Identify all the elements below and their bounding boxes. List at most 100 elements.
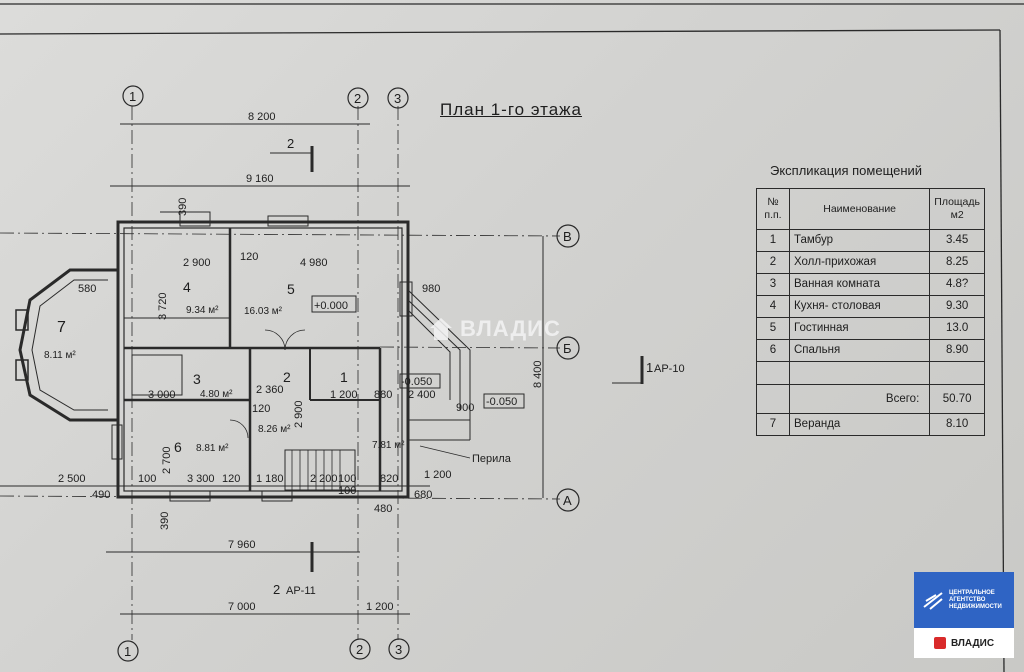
- table-header-row: № п.п. Наименование Площадь м2: [756, 188, 985, 230]
- dim-9160: 9 160: [246, 173, 274, 185]
- row-area: 3.45: [929, 229, 985, 252]
- dim-1200-c: 1 200: [366, 601, 394, 613]
- axis-3-bottom: 3: [395, 642, 402, 657]
- header-name: Наименование: [788, 188, 931, 230]
- row-area: 8.90: [929, 339, 985, 362]
- row-number: 3: [756, 273, 790, 296]
- room-4-area: 9.34 м²: [186, 305, 219, 316]
- row-name: Холл-прихожая: [788, 251, 931, 274]
- level-minus-2: -0.050: [486, 396, 517, 408]
- agency-badge[interactable]: ЦЕНТРАЛЬНОЕ АГЕНТСТВО НЕДВИЖИМОСТИ ВЛАДИ…: [914, 572, 1014, 658]
- section-1-ref: АР-10: [654, 363, 685, 375]
- total-value: 50.70: [929, 384, 985, 414]
- row-area: 4.8?: [929, 273, 985, 296]
- dim-100-b: 100: [338, 485, 356, 497]
- dim-680: 680: [414, 489, 432, 501]
- row-number: 7: [756, 413, 790, 436]
- dim-100-c: 100: [338, 473, 356, 485]
- section-2-top: 2: [287, 136, 294, 151]
- row-area: 8.10: [929, 413, 985, 436]
- row-name: Веранда: [788, 413, 931, 436]
- table-row: 7 Веранда 8.10: [756, 413, 985, 436]
- room-4-number: 4: [183, 279, 191, 295]
- total-label: Всего:: [788, 384, 931, 414]
- row-name: Ванная комната: [788, 273, 931, 296]
- level-minus-1: -0.050: [401, 376, 432, 388]
- dim-2500: 2 500: [58, 473, 86, 485]
- dim-1180: 1 180: [256, 473, 284, 485]
- dim-7960: 7 960: [228, 539, 256, 551]
- plan-title: План 1-го этажа: [440, 100, 583, 119]
- row-number: 2: [756, 251, 790, 274]
- row-name: Гостинная: [788, 317, 931, 340]
- axis-1-top: 1: [129, 89, 136, 104]
- row-name: Кухня- столовая: [788, 295, 931, 318]
- dim-120-b: 120: [252, 403, 270, 415]
- room-2-number: 2: [283, 369, 291, 385]
- table-row: 4 Кухня- столовая 9.30: [756, 295, 985, 318]
- dim-7000: 7 000: [228, 601, 256, 613]
- table-row: 2 Холл-прихожая 8.25: [756, 251, 985, 274]
- room-explication-table: № п.п. Наименование Площадь м2 1 Тамбур …: [756, 188, 985, 436]
- dim-490: 490: [92, 489, 110, 501]
- row-area: 9.30: [929, 295, 985, 318]
- table-row: 6 Спальня 8.90: [756, 339, 985, 362]
- room-5-area: 16.03 м²: [244, 306, 283, 317]
- room-6-area: 8.81 м²: [196, 443, 229, 454]
- axis-v-label: В: [563, 229, 572, 244]
- room-2-area: 8.26 м²: [258, 424, 291, 435]
- table-row: 3 Ванная комната 4.8?: [756, 273, 985, 296]
- table-title: Экспликация помещений: [770, 163, 923, 178]
- room-5-number: 5: [287, 281, 295, 297]
- dim-820: 820: [380, 473, 398, 485]
- axis-a-label: А: [563, 493, 572, 508]
- row-area: 13.0: [929, 317, 985, 340]
- table-total-row: Всего: 50.70: [756, 384, 985, 414]
- axis-2-top: 2: [354, 91, 361, 106]
- room-3-area: 4.80 м²: [200, 389, 233, 400]
- room-7-number: 7: [57, 319, 66, 336]
- dim-2700: 2 700: [161, 446, 173, 474]
- dim-8400: 8 400: [532, 360, 544, 388]
- dim-4980: 4 980: [300, 257, 328, 269]
- room-7-area: 8.11 м²: [44, 350, 76, 361]
- axis-2-bottom: 2: [356, 642, 363, 657]
- dim-120-a: 120: [240, 251, 258, 263]
- badge-line-1: ЦЕНТРАЛЬНОЕ: [949, 589, 995, 596]
- room-1-area: 7.81 м²: [372, 440, 405, 451]
- axis-1-bottom: 1: [124, 644, 131, 659]
- dim-3300: 3 300: [187, 473, 215, 485]
- header-area: Площадь м2: [929, 188, 985, 230]
- room-1-number: 1: [340, 369, 348, 385]
- dim-980: 980: [422, 283, 440, 295]
- dim-2360: 2 360: [256, 384, 284, 396]
- dim-900: 900: [456, 402, 474, 414]
- dim-2900: 2 900: [183, 257, 211, 269]
- row-name: Спальня: [788, 339, 931, 362]
- badge-line-2: АГЕНТСТВО: [949, 596, 986, 603]
- dim-120-c: 120: [222, 473, 240, 485]
- section-1-mark: 1: [646, 360, 653, 375]
- row-number: 6: [756, 339, 790, 362]
- dim-390-top: 390: [177, 198, 189, 216]
- house-logo-icon: [430, 318, 452, 340]
- dim-880: 880: [374, 389, 392, 401]
- badge-line-3: НЕДВИЖИМОСТИ: [949, 603, 1002, 610]
- railing-label: Перила: [472, 453, 512, 465]
- dim-580: 580: [78, 283, 96, 295]
- table-spacer-row: [756, 361, 985, 385]
- dim-390: 390: [159, 512, 171, 530]
- room-3-number: 3: [193, 371, 201, 387]
- axis-3-top: 3: [394, 91, 401, 106]
- header-number: № п.п.: [756, 188, 790, 230]
- section-2-bottom: 2: [273, 582, 280, 597]
- room-6-number: 6: [174, 439, 182, 455]
- agency-logo-icon: [923, 592, 943, 610]
- dim-3000: 3 000: [148, 389, 176, 401]
- badge-brand: ВЛАДИС: [950, 637, 995, 649]
- dim-2400: 2 400: [408, 389, 436, 401]
- row-number: 1: [756, 229, 790, 252]
- dim-100-a: 100: [138, 473, 156, 485]
